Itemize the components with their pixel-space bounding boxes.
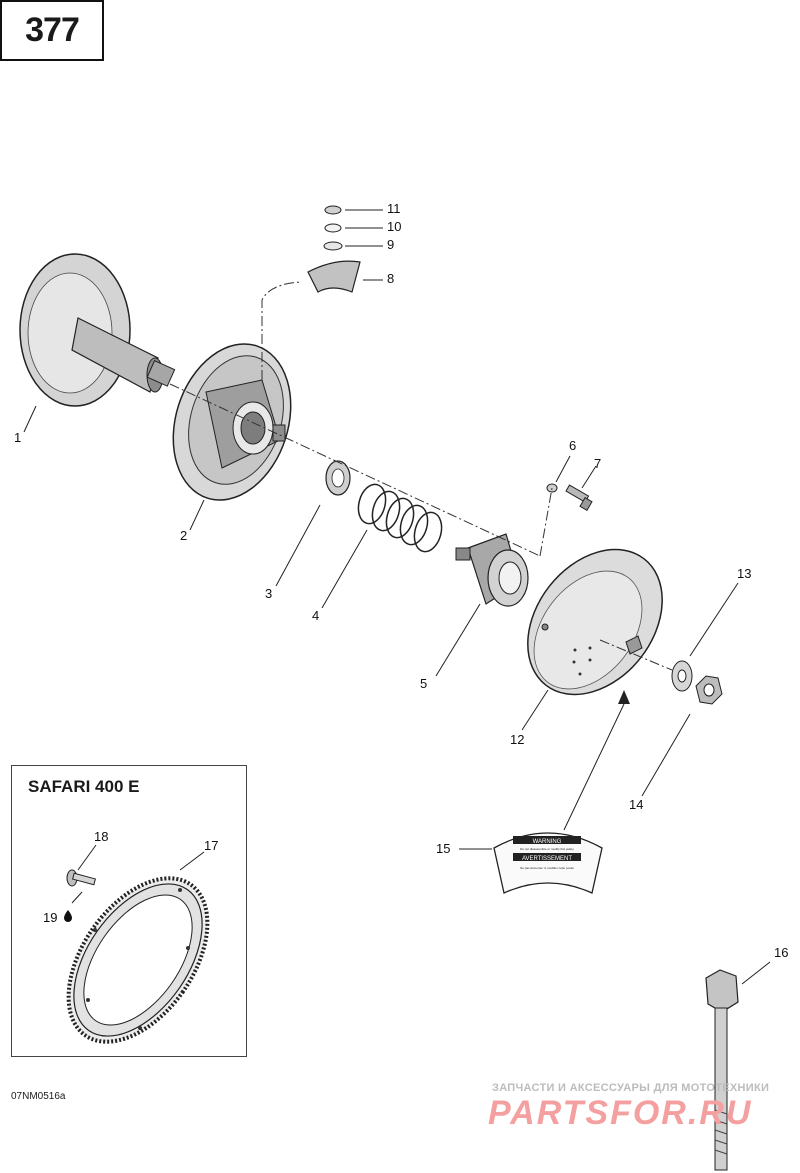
part-5-cam bbox=[455, 533, 529, 607]
part-1-fixed-sheave bbox=[19, 253, 176, 407]
callout-17: 17 bbox=[204, 838, 219, 853]
callout-12: 12 bbox=[510, 732, 525, 747]
part-10-disc bbox=[324, 223, 342, 233]
part-11-disc bbox=[324, 205, 342, 215]
part-18-screw bbox=[66, 869, 97, 887]
label-15-line2: Do not disassemble or modify this pulley bbox=[520, 847, 574, 851]
assembly-axis-lines bbox=[169, 281, 673, 671]
part-3-washer-hole bbox=[331, 468, 345, 488]
part-14-nut-hole bbox=[703, 683, 715, 697]
callout-6: 6 bbox=[569, 438, 577, 453]
callout-9: 9 bbox=[387, 237, 395, 252]
callout-19: 19 bbox=[43, 910, 58, 925]
callout-3: 3 bbox=[265, 586, 273, 601]
arrow-head-icon bbox=[618, 690, 630, 704]
part-13-washer-hole bbox=[677, 669, 687, 683]
part-15-warning-label: WARNING Do not disassemble or modify thi… bbox=[493, 832, 603, 894]
watermark-logo: PARTSFOR.RU bbox=[488, 1094, 753, 1132]
part-2-movable-sheave bbox=[172, 343, 292, 501]
callout-8: 8 bbox=[387, 271, 395, 286]
callout-18: 18 bbox=[94, 829, 109, 844]
callout-5: 5 bbox=[420, 676, 428, 691]
callout-11: 11 bbox=[387, 201, 401, 216]
callout-13: 13 bbox=[737, 566, 752, 581]
callout-10: 10 bbox=[387, 219, 402, 234]
part-17-ring-gear bbox=[66, 876, 210, 1044]
inset-title: SAFARI 400 E bbox=[28, 777, 140, 796]
part-6-washer bbox=[546, 483, 558, 493]
part-19-drop-icon bbox=[64, 910, 72, 922]
callout-15: 15 bbox=[436, 841, 451, 856]
label-15-line3: AVERTISSEMENT bbox=[522, 856, 572, 862]
callout-4: 4 bbox=[312, 608, 320, 623]
page-number: 377 bbox=[25, 11, 80, 49]
label-15-line4: Ne pas démonter ni modifier cette poulie bbox=[520, 866, 574, 870]
callout-2: 2 bbox=[180, 528, 188, 543]
part-7-screw bbox=[565, 484, 593, 512]
part-12-cover bbox=[527, 548, 663, 696]
callout-1: 1 bbox=[14, 430, 22, 445]
drawing-code: 07NM0516a bbox=[11, 1091, 66, 1102]
part-16-bolt bbox=[705, 969, 739, 1171]
part-8-slider-shoe bbox=[307, 260, 361, 293]
page-number-box bbox=[0, 0, 104, 61]
label-15-line1: WARNING bbox=[533, 839, 562, 845]
part-9-disc bbox=[323, 241, 343, 251]
model-variant-inset bbox=[11, 765, 247, 1057]
part-4-spring bbox=[357, 483, 443, 553]
callout-14: 14 bbox=[629, 797, 644, 812]
leader-lines bbox=[23, 209, 771, 985]
watermark-caption: ЗАПЧАСТИ И АКСЕССУАРЫ ДЛЯ МОТОТЕХНИКИ bbox=[492, 1082, 770, 1094]
callout-7: 7 bbox=[594, 456, 602, 471]
callout-16: 16 bbox=[774, 945, 789, 960]
